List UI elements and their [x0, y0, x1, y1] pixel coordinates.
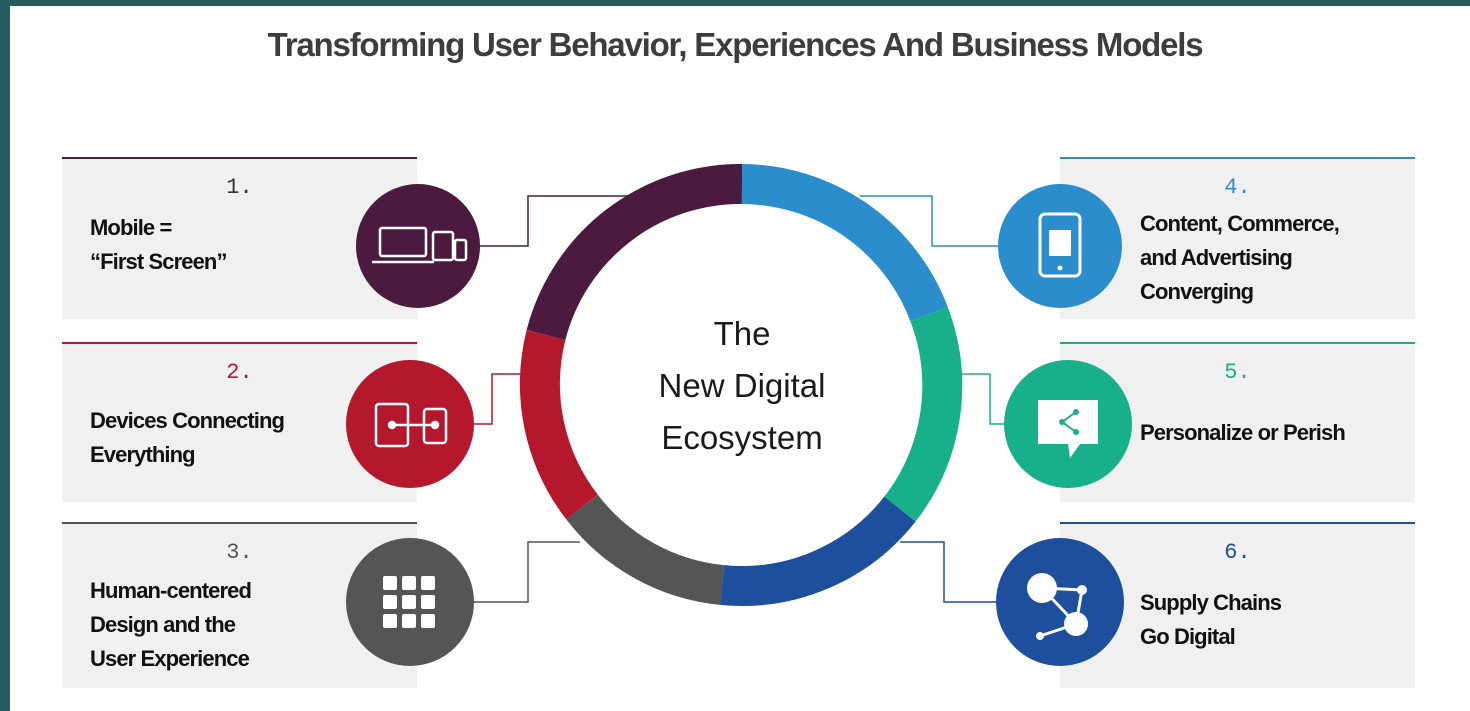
app-grid-icon — [383, 576, 435, 628]
laptop-tablet-phone-icon — [372, 226, 468, 264]
item-2-number: 2. — [226, 360, 253, 385]
tablet-icon — [1038, 212, 1082, 278]
item-3-label: Human-centered Design and the User Exper… — [90, 574, 252, 676]
center-label: The New Digital Ecosystem — [592, 308, 892, 464]
item-5-label: Personalize or Perish — [1140, 416, 1346, 450]
item-1-number: 1. — [226, 175, 253, 200]
item-6-number: 6. — [1224, 540, 1251, 565]
ring-segment-5 — [883, 306, 963, 522]
item-3-line2: Design and the — [90, 612, 236, 637]
item-4-line2: and Advertising — [1140, 245, 1293, 270]
item-6-line2: Go Digital — [1140, 624, 1236, 649]
connector-2 — [474, 373, 528, 425]
connector-1 — [478, 195, 630, 247]
item-2-label: Devices Connecting Everything — [90, 404, 285, 472]
item-1-line1: Mobile = — [90, 215, 172, 240]
connector-3 — [474, 541, 580, 603]
item-4-number: 4. — [1224, 175, 1251, 200]
page-title: Transforming User Behavior, Experiences … — [267, 26, 1204, 63]
item-4-line1: Content, Commerce, — [1140, 211, 1340, 236]
item-3-line3: User Experience — [90, 646, 250, 671]
center-line2: New Digital — [658, 367, 826, 404]
center-line3: Ecosystem — [661, 419, 823, 456]
network-nodes-icon — [1027, 573, 1088, 640]
ring-segment-1 — [526, 163, 743, 341]
connector-6 — [900, 541, 1000, 603]
item-5-line1: Personalize or Perish — [1140, 420, 1346, 445]
item-2-line2: Everything — [90, 442, 196, 467]
item-4-label: Content, Commerce, and Advertising Conve… — [1140, 207, 1340, 309]
connected-devices-icon — [374, 402, 448, 448]
share-chat-icon — [1038, 400, 1098, 458]
item-6-line1: Supply Chains — [1140, 590, 1282, 615]
ring-segment-2 — [519, 330, 599, 520]
item-1-label: Mobile = “First Screen” — [90, 211, 227, 279]
item-4-line3: Converging — [1140, 279, 1254, 304]
center-line1: The — [713, 315, 771, 352]
ring-segment-3 — [566, 494, 725, 605]
item-2-panel: 2. Devices Connecting Everything — [62, 342, 417, 502]
connector-5 — [952, 373, 1006, 425]
item-6-label: Supply Chains Go Digital — [1140, 586, 1282, 654]
item-3-number: 3. — [226, 540, 253, 565]
item-2-line1: Devices Connecting — [90, 408, 285, 433]
item-1-circle — [356, 184, 480, 308]
connector-4 — [860, 195, 1000, 247]
item-5-number: 5. — [1224, 360, 1251, 385]
ring-segment-4 — [741, 164, 948, 322]
item-1-line2: “First Screen” — [90, 249, 227, 274]
ring-segment-6 — [720, 496, 916, 606]
item-6-circle — [996, 538, 1124, 666]
item-3-line1: Human-centered — [90, 578, 252, 603]
